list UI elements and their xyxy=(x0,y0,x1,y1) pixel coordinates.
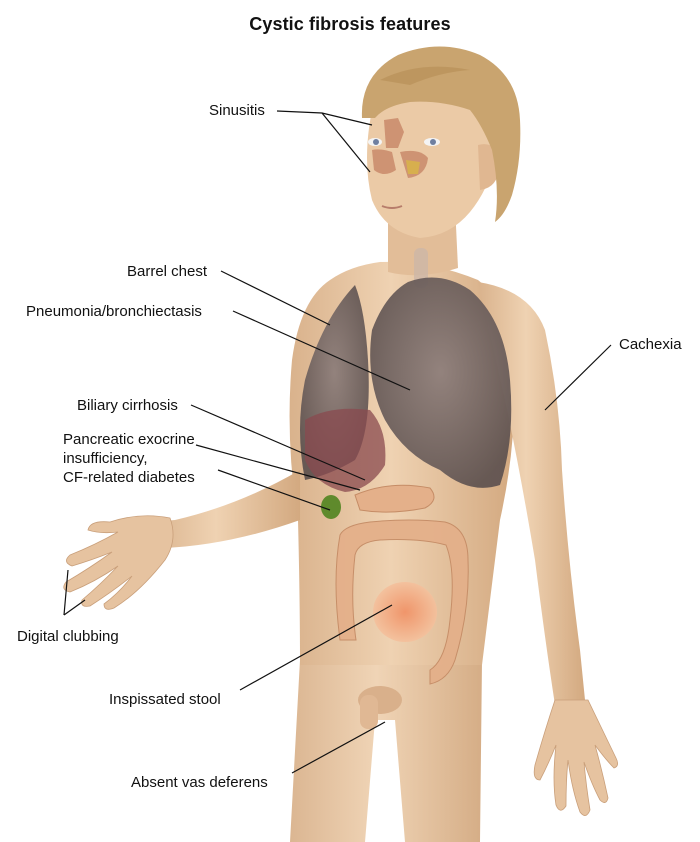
label-pneumonia-bronchiectasis: Pneumonia/bronchiectasis xyxy=(26,303,202,320)
label-pancreatic-line2: insufficiency, xyxy=(63,450,148,467)
liver xyxy=(305,408,386,492)
leader-lines xyxy=(63,110,612,774)
label-pancreatic: Pancreatic exocrine insufficiency, CF-re… xyxy=(63,430,195,487)
arm-left xyxy=(147,470,300,548)
label-cachexia: Cachexia xyxy=(619,336,682,353)
label-sinusitis: Sinusitis xyxy=(209,102,265,119)
large-intestine xyxy=(335,519,469,685)
legs xyxy=(290,660,482,842)
gallbladder xyxy=(321,495,341,519)
label-absent-vas-deferens: Absent vas deferens xyxy=(131,774,268,791)
stool xyxy=(373,582,437,642)
label-inspissated-stool: Inspissated stool xyxy=(109,691,221,708)
diagram-title: Cystic fibrosis features xyxy=(249,14,451,34)
label-pancreatic-line3: CF-related diabetes xyxy=(63,469,195,486)
sinuses xyxy=(384,118,404,148)
hand-left xyxy=(63,515,174,610)
hair xyxy=(361,46,521,222)
head xyxy=(367,71,497,238)
lung-right xyxy=(370,277,512,488)
pancreas xyxy=(354,484,435,513)
hand-right xyxy=(533,699,618,816)
label-biliary-cirrhosis: Biliary cirrhosis xyxy=(77,397,178,414)
label-digital-clubbing: Digital clubbing xyxy=(17,628,119,645)
label-pancreatic-line1: Pancreatic exocrine xyxy=(63,431,195,448)
label-barrel-chest: Barrel chest xyxy=(127,263,208,280)
